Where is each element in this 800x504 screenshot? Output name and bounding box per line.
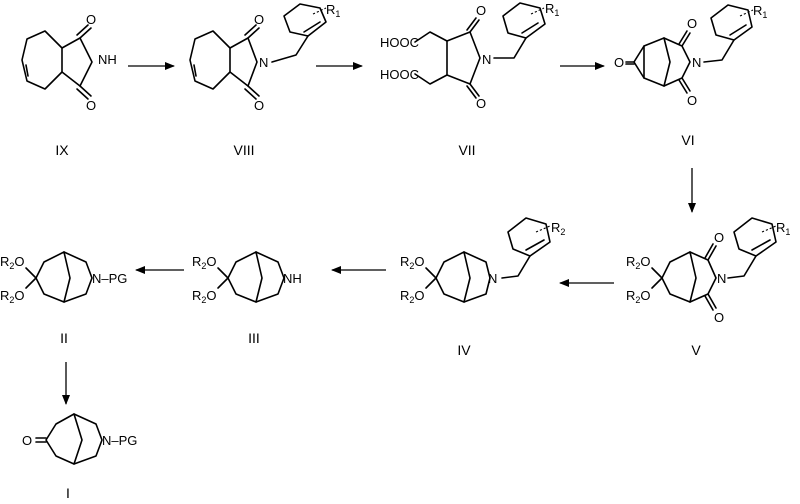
compound-label-v: V [691,342,701,358]
ketal-or2-label: R2O [400,254,425,271]
imide-n-label: N [692,55,701,70]
compound-label-viii: VIII [233,142,254,158]
compound-label-iii: III [248,330,260,346]
compound-label-i: I [66,485,70,501]
imide-n-label: N [259,55,268,70]
compound-viii: N O O R1 VIII [189,2,340,158]
r2-substituent-label: R2 [551,220,565,237]
compound-i: O N–PG I [22,413,137,501]
compound-vi: N O O O R1 VI [614,3,767,148]
ketal-or2-label: R2O [192,288,217,305]
compound-iii: NH R2O R2O III [192,251,302,346]
r1-substituent-label: R1 [545,1,559,18]
ketone-o-label: O [22,433,32,448]
carbonyl-o-label: O [86,12,96,27]
compound-label-vi: VI [681,132,694,148]
carboxylic-acid-label: HOOC [380,67,419,82]
compound-v: N O O R2O R2O R1 V [626,217,790,358]
compound-ix: NH O O IX [21,12,117,158]
imide-n-label: N [717,271,726,286]
amine-nh-label: NH [283,271,302,286]
ketone-o-label: O [614,55,624,70]
carbonyl-o-label: O [254,12,264,27]
compound-ii: N–PG R2O R2O II [0,251,127,346]
carbonyl-o-label: O [476,96,486,111]
carbonyl-o-label: O [254,98,264,113]
ketal-or2-label: R2O [626,254,651,271]
carbonyl-o-label: O [687,93,697,108]
carbonyl-o-label: O [476,3,486,18]
amine-n-label: N [488,271,497,286]
r1-substituent-label: R1 [326,2,340,19]
compound-vii: N O O HOOC HOOC R1 VII [380,1,559,158]
imide-n-label: N [482,52,491,67]
r1-substituent-label: R1 [753,3,767,20]
ketal-or2-label: R2O [0,254,25,271]
compound-label-iv: IV [457,342,471,358]
carbonyl-o-label: O [687,16,697,31]
compound-label-vii: VII [458,142,475,158]
carbonyl-o-label: O [86,98,96,113]
carboxylic-acid-label: HOOC [380,35,419,50]
compound-label-ii: II [60,330,68,346]
compound-label-ix: IX [55,142,69,158]
n-pg-label: N–PG [102,433,137,448]
compound-iv: N R2O R2O R2 IV [400,217,565,358]
ketal-or2-label: R2O [192,254,217,271]
ketal-or2-label: R2O [626,288,651,305]
r1-substituent-label: R1 [776,220,790,237]
ketal-or2-label: R2O [0,288,25,305]
amide-nh-label: NH [98,52,117,67]
carbonyl-o-label: O [714,230,724,245]
ketal-or2-label: R2O [400,288,425,305]
n-pg-label: N–PG [92,271,127,286]
carbonyl-o-label: O [714,310,724,325]
